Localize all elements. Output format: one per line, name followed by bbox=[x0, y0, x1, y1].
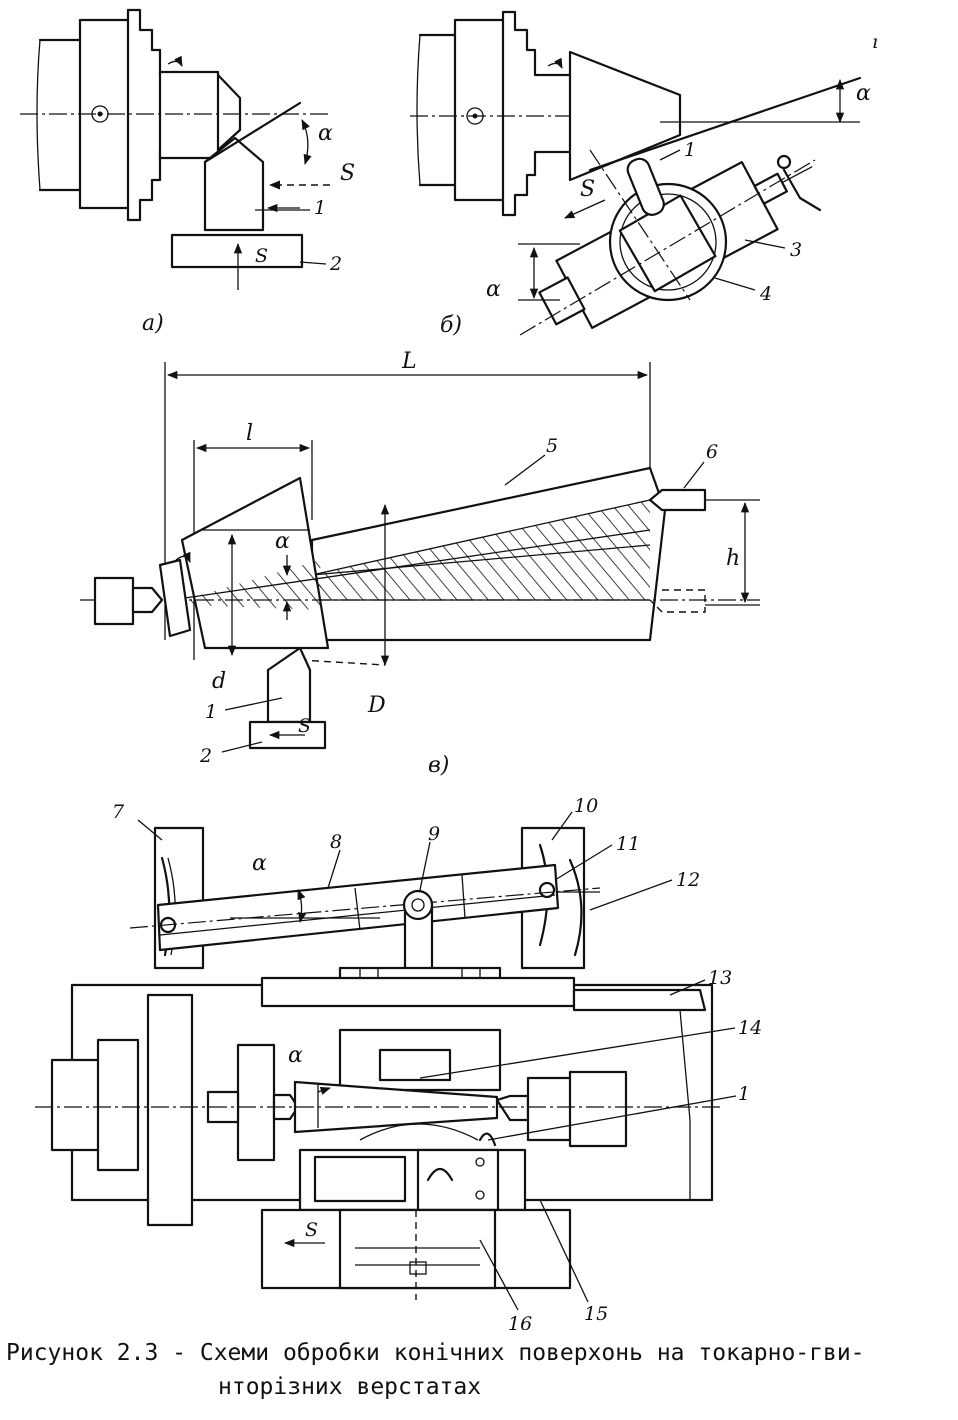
callout-6: 6 bbox=[706, 441, 718, 463]
dim-h: h bbox=[726, 546, 740, 571]
callout-1-g: 1 bbox=[738, 1083, 750, 1105]
alpha-label-b: α bbox=[856, 81, 871, 106]
callout-10: 10 bbox=[574, 795, 598, 817]
panel-v: L l h D d α S bbox=[80, 349, 760, 778]
callout-1-a: 1 bbox=[314, 197, 326, 219]
callout-15: 15 bbox=[584, 1303, 608, 1325]
callout-7: 7 bbox=[112, 801, 125, 823]
callout-14: 14 bbox=[738, 1017, 762, 1039]
machining-diagram: α S 1 S 2 а) α ı bbox=[20, 8, 878, 1330]
callout-1-v: 1 bbox=[205, 701, 217, 723]
dim-D: D bbox=[367, 693, 386, 718]
alpha-label-v: α bbox=[275, 529, 290, 554]
callout-8: 8 bbox=[330, 831, 342, 853]
dim-L: L bbox=[401, 349, 417, 374]
caption-line-2: нторізних верстатах bbox=[218, 1374, 482, 1400]
feed-label-a2: S bbox=[255, 245, 268, 267]
callout-5: 5 bbox=[546, 435, 558, 457]
alpha-label-g: α bbox=[252, 851, 267, 876]
dim-d: d bbox=[212, 669, 226, 694]
callout-2-v: 2 bbox=[199, 745, 212, 767]
callout-4: 4 bbox=[759, 283, 772, 305]
alpha-label-b2: α bbox=[486, 277, 501, 302]
feed-label-g: S bbox=[305, 1219, 318, 1241]
feed-label-b: S bbox=[580, 177, 595, 202]
callout-13: 13 bbox=[708, 967, 732, 989]
callout-1-b: 1 bbox=[684, 139, 696, 161]
callout-12: 12 bbox=[676, 869, 700, 891]
panel-a-label: а) bbox=[142, 311, 164, 336]
panel-b: α ı α S 1 3 4 б) bbox=[410, 10, 878, 338]
panel-g: α α bbox=[35, 795, 762, 1330]
alpha-label-g2: α bbox=[288, 1043, 303, 1068]
panel-a: α S 1 S 2 а) bbox=[20, 8, 355, 336]
panel-v-label: в) bbox=[428, 753, 449, 778]
callout-11: 11 bbox=[616, 833, 640, 855]
alpha-label-a: α bbox=[318, 121, 333, 146]
callout-9: 9 bbox=[428, 823, 440, 845]
figure-caption: Рисунок 2.3 - Схеми обробки конічних пов… bbox=[6, 1336, 952, 1404]
stray-mark: ı bbox=[872, 31, 878, 53]
callout-2-a: 2 bbox=[329, 253, 342, 275]
callout-3: 3 bbox=[790, 239, 802, 261]
caption-line-1: Рисунок 2.3 - Схеми обробки конічних пов… bbox=[6, 1340, 865, 1366]
feed-label-v: S bbox=[298, 715, 311, 737]
feed-label-a: S bbox=[340, 161, 355, 186]
dim-l: l bbox=[246, 421, 253, 446]
panel-b-label: б) bbox=[440, 313, 462, 338]
callout-16: 16 bbox=[508, 1313, 532, 1330]
